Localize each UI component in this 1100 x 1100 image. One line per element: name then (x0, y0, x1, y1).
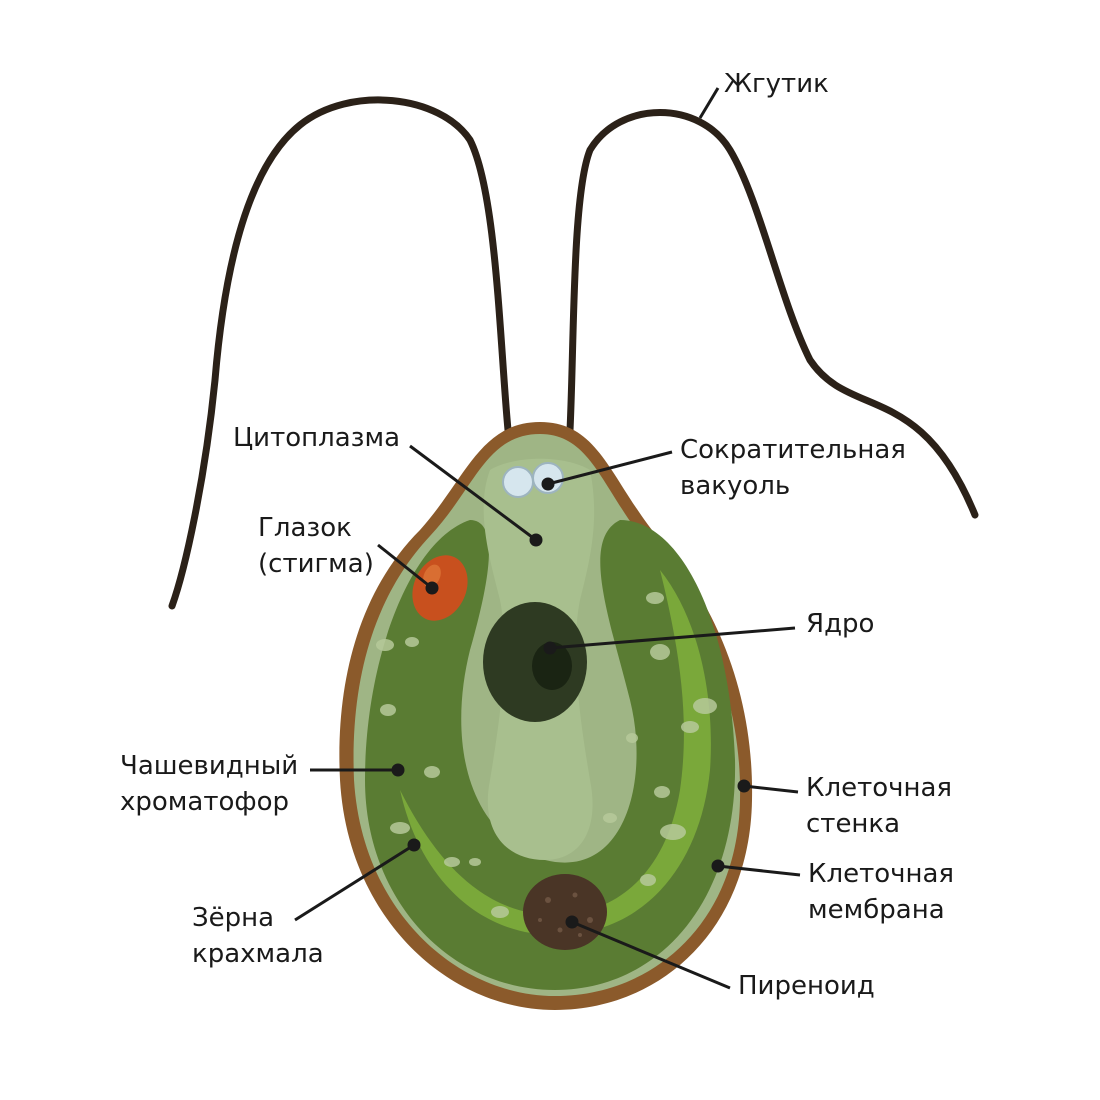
label-cytoplasm: Цитоплазма (233, 423, 401, 453)
label-nucleus: Ядро (806, 609, 875, 639)
nucleolus (532, 642, 572, 690)
contractile-vacuole-left (502, 466, 534, 498)
flagellum-left (168, 96, 516, 610)
label-flagellum: Жгутик (724, 69, 829, 99)
chromatophore-inner-band (400, 570, 711, 935)
flagellum-right (564, 109, 979, 519)
label-contractile-vacuole: Сократительная вакуоль (680, 435, 906, 501)
chromatophore (365, 520, 736, 990)
label-chromatophore: Чашевидный хроматофор (120, 751, 299, 817)
leader-lines (294, 87, 801, 990)
eyespot-highlight (423, 564, 441, 588)
starch-grains (376, 592, 717, 918)
label-eyespot: Глазок (стигма) (258, 513, 374, 579)
pyrenoid-texture (538, 892, 593, 937)
label-pyrenoid: Пиреноид (738, 971, 875, 1001)
label-cell-membrane: Клеточная мембрана (808, 859, 955, 925)
label-starch-grains: Зёрна крахмала (192, 903, 324, 969)
pyrenoid (523, 874, 607, 950)
label-cell-wall: Клеточная стенка (806, 773, 953, 839)
